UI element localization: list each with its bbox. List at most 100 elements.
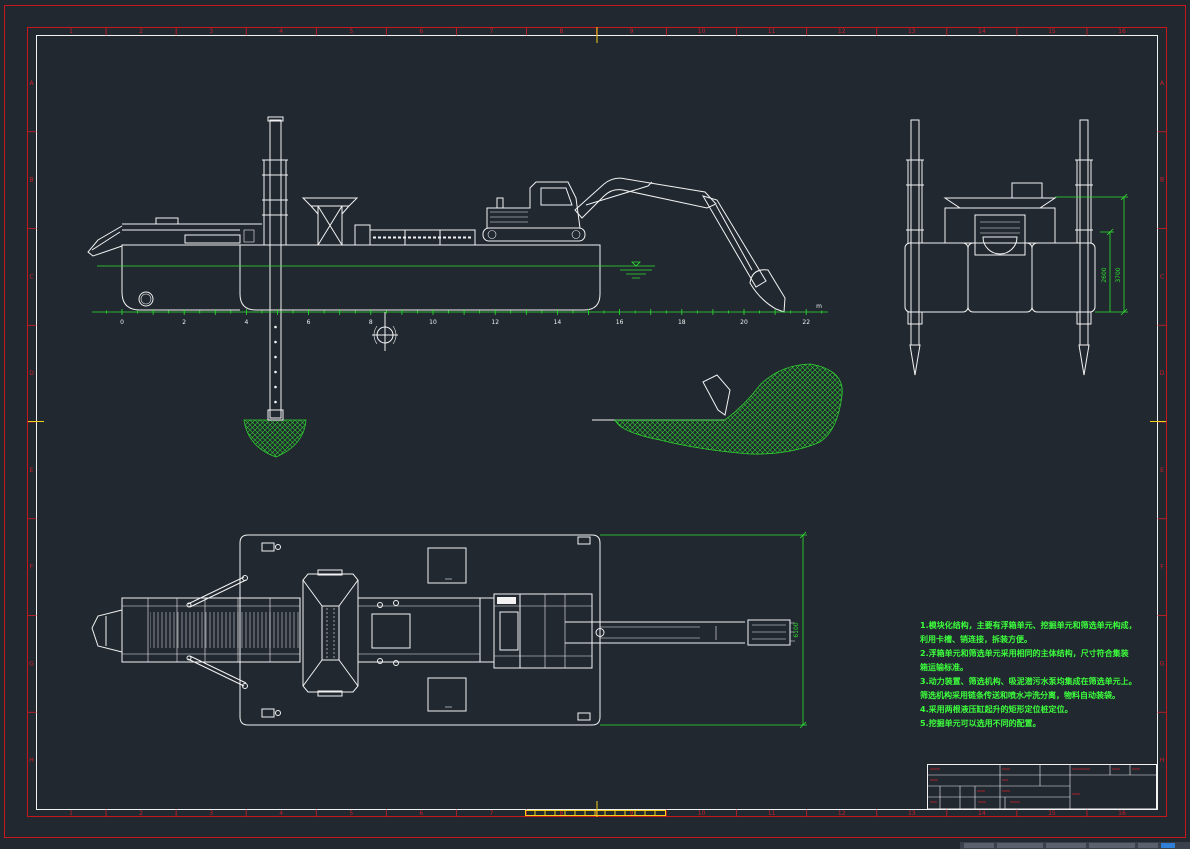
front-pontoon — [121, 244, 240, 311]
spud-hole — [274, 340, 277, 344]
zone-column-label-top: 14 — [978, 28, 986, 35]
top-hopper-bar — [317, 569, 343, 576]
conveyor-support — [243, 229, 255, 243]
status-bar-active-button[interactable] — [1161, 843, 1175, 848]
arm-cylinder — [715, 204, 753, 271]
rear-spud-guide-left — [906, 159, 924, 243]
zone-row-label-right: E — [1160, 467, 1164, 474]
screen-bolt — [393, 660, 399, 666]
top-dimension-width: 6100 — [793, 622, 800, 637]
bollard-post — [275, 710, 281, 716]
zone-row-label-right: A — [1160, 80, 1165, 87]
title-block — [927, 764, 1157, 810]
bucket-teeth — [752, 622, 795, 642]
status-bar-button[interactable] — [1138, 843, 1158, 848]
rear-drum-lines — [980, 221, 1020, 234]
zone-column-label-top: 8 — [560, 28, 564, 35]
spud-hole — [274, 400, 277, 404]
rear-spud-guide-right — [1075, 159, 1093, 243]
conveyor-belt — [150, 612, 300, 648]
zone-row-label-right: C — [1160, 273, 1164, 280]
water-triangle — [631, 261, 641, 267]
status-bar-button[interactable] — [1046, 843, 1086, 848]
bucket-top — [747, 619, 791, 646]
zone-row-label-right: F — [1160, 564, 1164, 571]
screen-bolt — [377, 602, 383, 608]
zone-column-label-bottom: 12 — [838, 810, 846, 817]
zone-row-label-right: B — [1160, 177, 1164, 184]
scale-label: 8 — [369, 319, 373, 326]
zone-column-label-bottom: 1 — [69, 810, 73, 817]
excavator-arm-top — [565, 621, 745, 644]
deck-box-lower — [427, 677, 467, 712]
scale-unit: m — [816, 303, 822, 310]
spud-hole — [274, 385, 277, 389]
rear-spud-right-collar — [1076, 311, 1092, 325]
status-bar-button[interactable] — [964, 843, 994, 848]
spud-foot — [267, 409, 284, 421]
cg-cross — [372, 312, 398, 351]
stay-pin — [242, 575, 248, 581]
spud-pile — [269, 119, 282, 419]
status-bar-button[interactable] — [997, 843, 1043, 848]
status-bar-button[interactable] — [1089, 843, 1135, 848]
bollard — [261, 708, 275, 718]
excavator-housing-top — [519, 593, 593, 669]
center-marks — [28, 27, 1166, 817]
scale-label: 6 — [307, 319, 311, 326]
excavator-hatch — [497, 597, 516, 604]
note-line: 4.采用两根液压缸起升的矩形定位桩定位。 — [920, 704, 1073, 714]
zone-column-label-bottom: 3 — [209, 810, 213, 817]
screen-bolt — [393, 600, 399, 606]
top-screen-pump — [371, 613, 411, 649]
deck-box-upper — [427, 547, 467, 584]
zone-column-label-top: 12 — [838, 28, 846, 35]
zone-column-label-bottom: 5 — [349, 810, 353, 817]
zone-column-label-top: 9 — [630, 28, 634, 35]
track-wheel — [571, 230, 581, 239]
porthole-icon — [138, 291, 154, 307]
scale-label: 20 — [740, 319, 748, 326]
zone-column-label-bottom: 6 — [419, 810, 423, 817]
rear-dimension-hull: 2600 — [1101, 267, 1108, 282]
rear-pontoon-center — [967, 242, 1033, 313]
rear-spud-left-collar — [907, 311, 923, 325]
rear-hopper — [943, 197, 1057, 209]
excavator-track — [482, 227, 586, 242]
zone-column-label-bottom: 10 — [698, 810, 706, 817]
screen-bolt — [377, 658, 383, 664]
rear-screen-housing — [974, 214, 1026, 256]
rear-deck-structure — [944, 207, 1056, 244]
conveyor-box — [184, 234, 241, 244]
rear-top-box — [1011, 182, 1043, 199]
excavator-arm — [701, 195, 767, 288]
cab-window — [540, 187, 573, 206]
scale-label: 4 — [244, 319, 248, 326]
water-symbol — [620, 269, 652, 279]
zone-column-label-top: 7 — [489, 28, 493, 35]
zone-column-label-top: 11 — [768, 28, 776, 35]
rear-spud-right — [1079, 119, 1089, 346]
zone-row-label-left: D — [29, 370, 34, 377]
note-line: 2.浮箱单元和筛选单元采用相同的主体结构，尺寸符合集装 — [920, 648, 1129, 658]
conveyor-frame — [122, 223, 262, 231]
zone-row-label-right: H — [1160, 757, 1165, 764]
bollard — [577, 536, 591, 545]
excavator-turntable — [479, 597, 495, 663]
conveyor-cap — [155, 217, 179, 225]
top-hopper-outlet — [321, 605, 340, 661]
zone-column-label-top: 16 — [1118, 28, 1126, 35]
zone-column-label-top: 15 — [1048, 28, 1056, 35]
rear-spud-right-tip — [1078, 344, 1090, 376]
rear-dimension-overall: 3700 — [1115, 267, 1122, 282]
zone-column-label-bottom: 4 — [279, 810, 283, 817]
bollard-post — [275, 544, 281, 550]
zone-column-label-bottom: 11 — [768, 810, 776, 817]
zone-column-label-top: 13 — [908, 28, 916, 35]
rear-drum — [982, 236, 1018, 255]
top-chute — [91, 609, 123, 653]
top-screen-frame — [357, 597, 481, 663]
arm-pivot — [595, 628, 605, 637]
zone-row-label-left: C — [29, 273, 33, 280]
